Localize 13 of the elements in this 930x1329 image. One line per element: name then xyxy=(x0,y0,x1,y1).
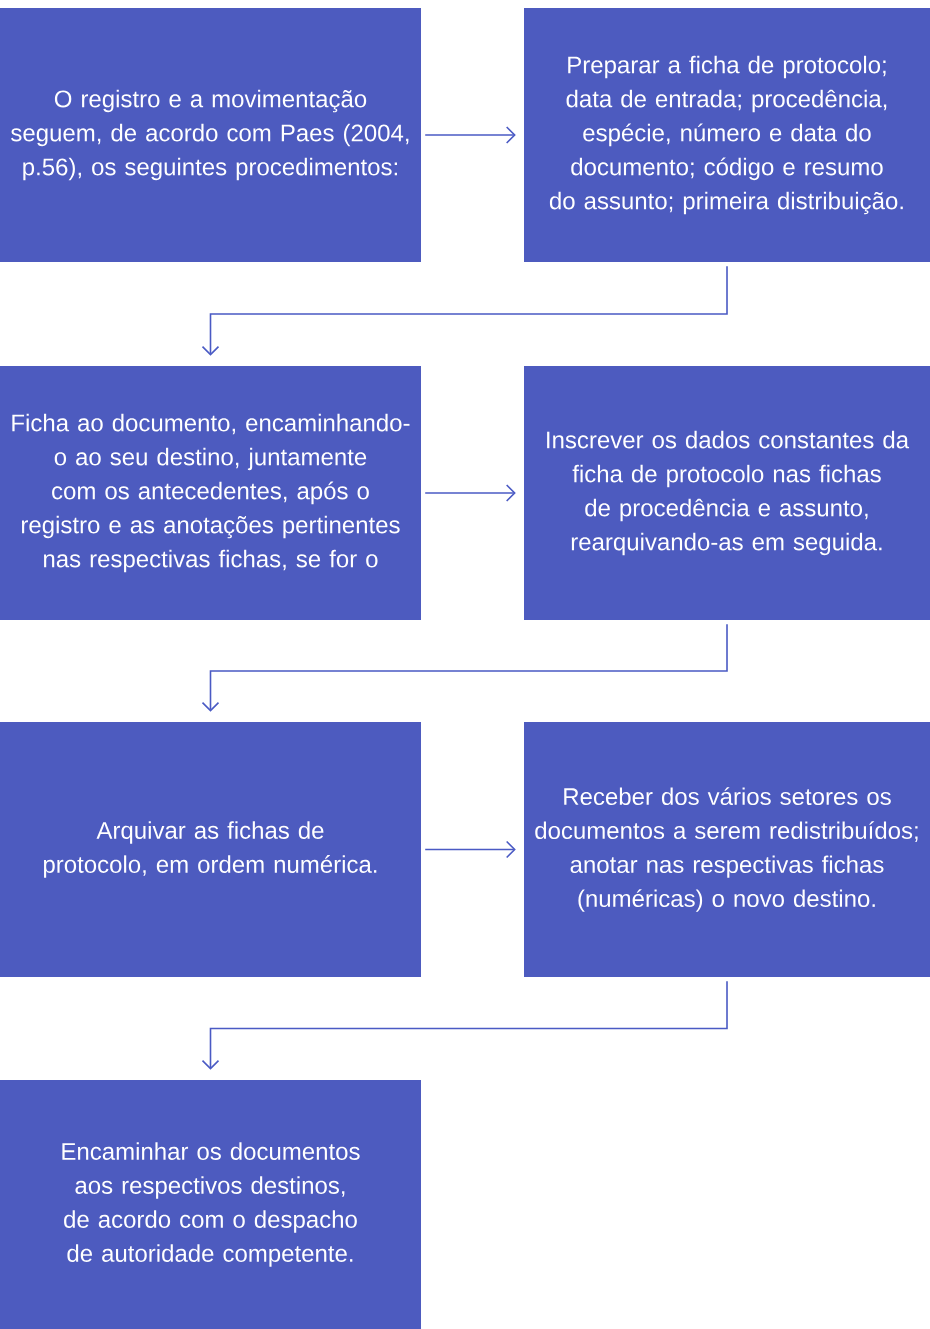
process-box: Arquivar as fichas de protocolo, em ordem numérica. xyxy=(0,722,421,977)
process-box: O registro e a movimentação seguem, de acordo com Paes (2004, p.56), os seguintes procedimentos: xyxy=(0,8,421,262)
arrow xyxy=(424,126,516,144)
process-box: Inscrever os dados constantes da ficha de protocolo nas fichas de procedência e assunto, rearquivando-as em seguida. xyxy=(524,366,930,620)
arrow xyxy=(201,980,728,1070)
arrow xyxy=(201,265,728,356)
process-box: Preparar a ficha de protocolo; data de entrada; procedência, espécie, número e data do documento; código e resumo do assunto; primeira distribuição. xyxy=(524,8,930,262)
process-box: Encaminhar os documentos aos respectivos destinos, de acordo com o despacho de autoridade competente. xyxy=(0,1080,421,1329)
arrow xyxy=(424,840,516,859)
arrow xyxy=(424,484,516,502)
arrow xyxy=(201,623,728,712)
process-box: Receber dos vários setores os documentos a serem redistribuídos; anotar nas respectivas fichas (numéricas) o novo destino. xyxy=(524,722,930,977)
process-box: Ficha ao documento, encaminhando-o ao seu destino, juntamente com os antecedentes, após o registro e as anotações pertinentes nas respectivas fichas, se for o xyxy=(0,366,421,620)
